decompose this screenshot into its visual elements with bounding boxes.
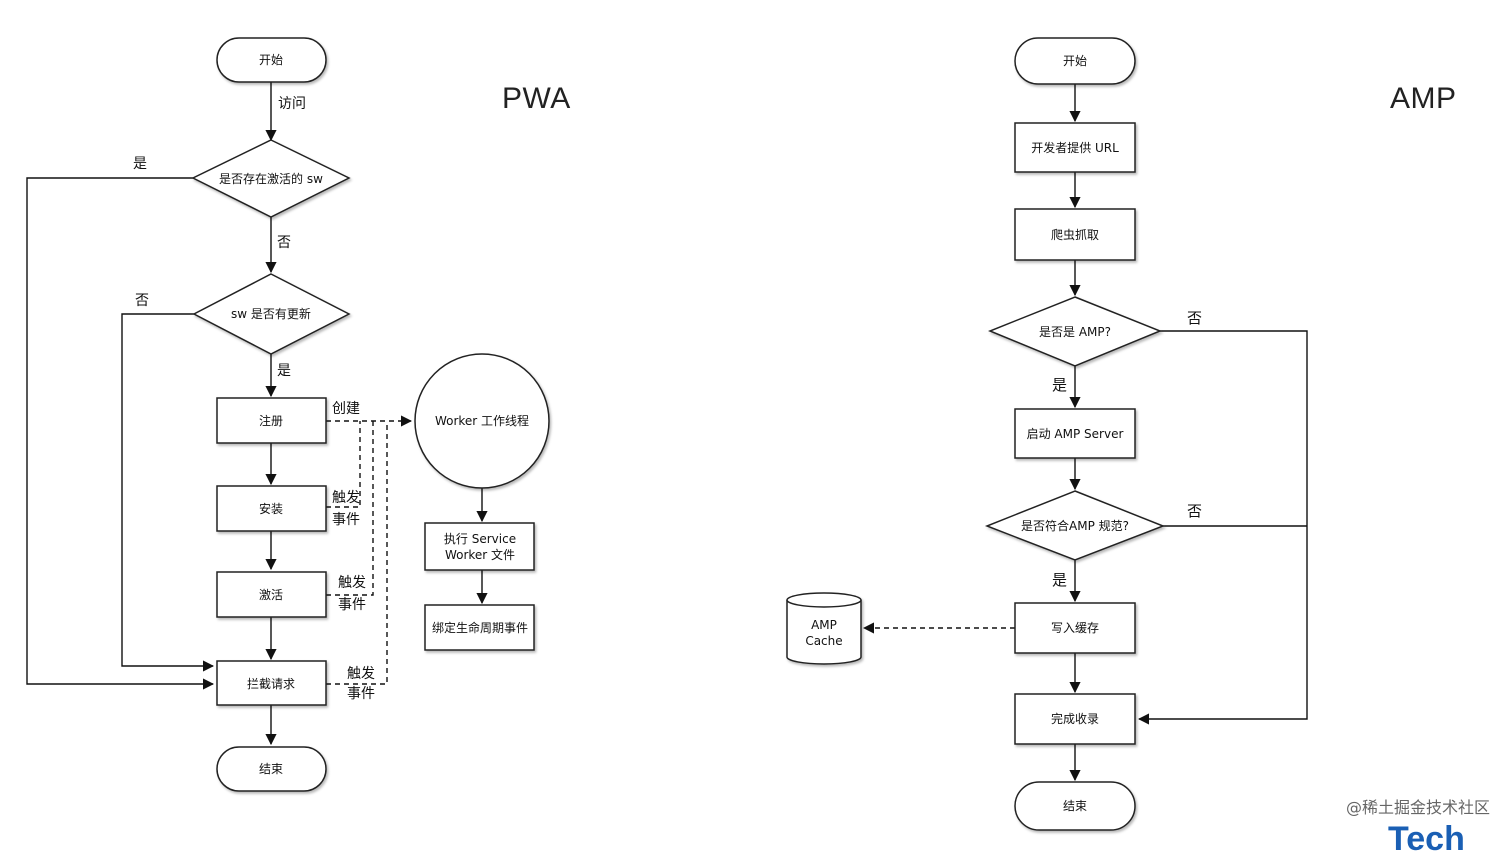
pwa-yes-label-update: 是 — [277, 363, 291, 379]
pwa-end-node — [216, 746, 327, 792]
pwa-install-node — [216, 485, 327, 532]
pwa-trigger-3-line1: 触发 — [347, 666, 375, 682]
brand-logo-fragment: Tech — [1388, 820, 1465, 858]
amp-dev-url-label: 开发者提供 URL — [1031, 140, 1119, 155]
pwa-edge-active-yes-bypass — [26, 177, 215, 690]
pwa-trigger-1-line1: 触发 — [332, 490, 360, 506]
pwa-exec-sw-line1: 执行 Service — [444, 532, 516, 546]
amp-cache-label-line1: AMP — [811, 618, 837, 632]
amp-no-label-spec: 否 — [1187, 502, 1202, 520]
pwa-exec-sw-line2: Worker 文件 — [445, 547, 515, 562]
amp-crawl-node — [1014, 208, 1136, 261]
pwa-install-label: 安装 — [259, 501, 283, 516]
pwa-visit-label: 访问 — [278, 96, 306, 112]
amp-title: AMP — [1390, 82, 1457, 115]
amp-cache-label-line2: Cache — [805, 634, 842, 648]
pwa-bind-lifecycle-node — [424, 604, 535, 651]
amp-decision-spec-label: 是否符合AMP 规范? — [1021, 518, 1129, 533]
amp-yes-label-is-amp: 是 — [1052, 376, 1067, 394]
pwa-register-node — [216, 397, 327, 444]
amp-decision-spec — [984, 490, 1166, 561]
pwa-yes-label-active: 是 — [133, 156, 147, 172]
pwa-start-label: 开始 — [259, 53, 283, 67]
amp-start-server-node — [1014, 408, 1136, 459]
pwa-activate-node — [216, 571, 327, 618]
amp-start-server-label: 启动 AMP Server — [1027, 427, 1124, 441]
pwa-no-label-update: 否 — [135, 293, 149, 309]
flowchart-canvas: 开始 是否存在激活的 sw sw 是否有更新 注册 安装 激活 拦截请求 结束 … — [26, 37, 1308, 831]
pwa-decision-sw-update — [192, 273, 351, 355]
pwa-trigger-3-line2: 事件 — [347, 686, 375, 702]
pwa-start-node — [216, 37, 327, 83]
amp-decision-is-amp — [988, 296, 1162, 367]
pwa-end-label: 结束 — [259, 762, 283, 776]
amp-crawl-label: 爬虫抓取 — [1051, 228, 1099, 242]
amp-cache-database-icon — [786, 592, 862, 665]
pwa-dashed-event-lines — [326, 415, 413, 685]
pwa-trigger-2-line1: 触发 — [338, 575, 366, 591]
pwa-bind-lifecycle-label: 绑定生命周期事件 — [432, 620, 528, 635]
amp-edge-isamp-no — [1137, 330, 1308, 725]
amp-complete-label: 完成收录 — [1051, 711, 1099, 726]
amp-complete-node — [1014, 693, 1136, 745]
pwa-no-label-active: 否 — [277, 235, 291, 251]
pwa-intercept-node — [216, 660, 327, 706]
pwa-decision-update-label: sw 是否有更新 — [231, 306, 311, 321]
pwa-worker-thread-node — [414, 353, 550, 489]
amp-start-label: 开始 — [1063, 54, 1087, 68]
amp-no-label-is-amp: 否 — [1187, 309, 1202, 327]
pwa-create-label: 创建 — [332, 401, 360, 417]
pwa-edge-update-no-bypass — [121, 313, 215, 672]
pwa-worker-thread-label: Worker 工作线程 — [435, 413, 529, 428]
pwa-exec-sw-node — [424, 522, 535, 571]
pwa-trigger-1-line2: 事件 — [332, 512, 360, 528]
pwa-title: PWA — [502, 82, 571, 115]
pwa-register-label: 注册 — [259, 413, 283, 428]
pwa-trigger-2-line2: 事件 — [338, 597, 366, 613]
pwa-intercept-label: 拦截请求 — [247, 677, 295, 691]
amp-start-node — [1014, 37, 1136, 85]
amp-end-node — [1014, 781, 1136, 831]
amp-write-cache-node — [1014, 602, 1136, 654]
pwa-decision-active-label: 是否存在激活的 sw — [219, 171, 323, 186]
amp-dev-url-node — [1014, 122, 1136, 173]
amp-decision-is-amp-label: 是否是 AMP? — [1039, 325, 1111, 339]
amp-yes-label-spec: 是 — [1052, 571, 1067, 589]
amp-end-label: 结束 — [1063, 799, 1087, 813]
amp-write-cache-label: 写入缓存 — [1051, 621, 1099, 635]
watermark-text: @稀土掘金技术社区 — [1345, 798, 1490, 817]
pwa-decision-active-sw — [191, 139, 351, 218]
pwa-activate-label: 激活 — [259, 588, 283, 602]
